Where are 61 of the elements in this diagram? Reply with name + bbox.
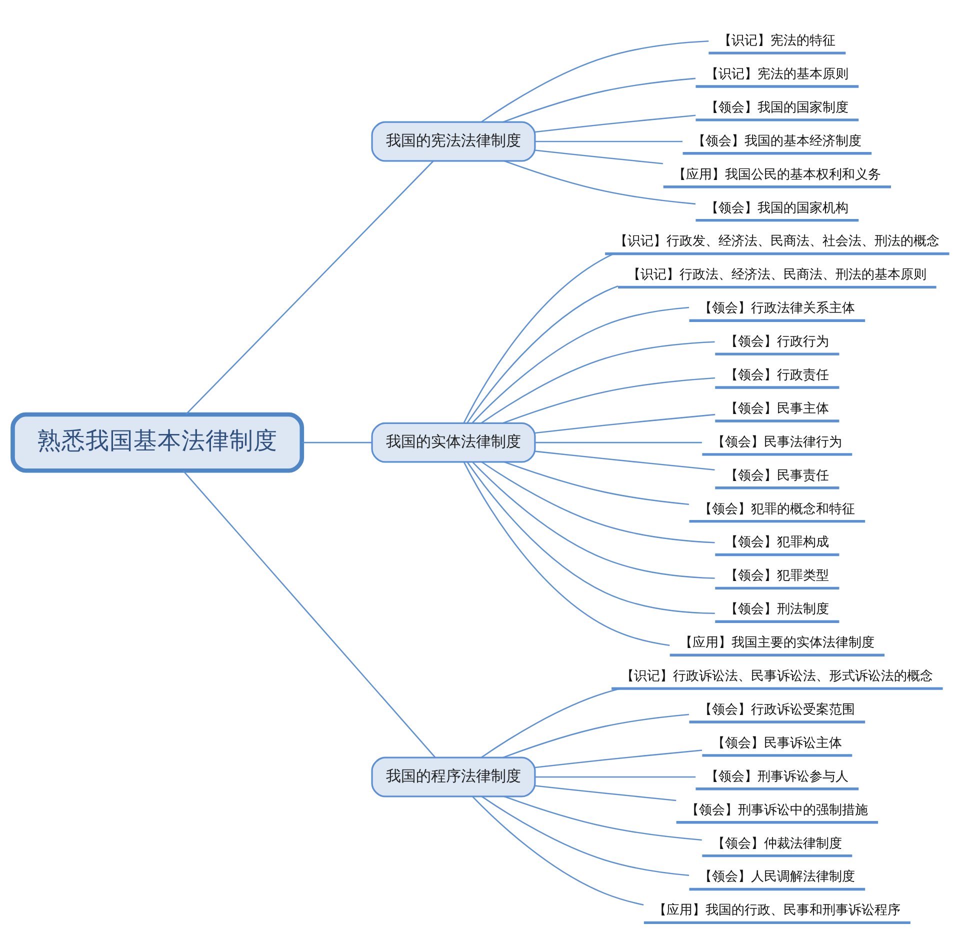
- connector: [482, 461, 715, 543]
- node-text: 【应用】我国主要的实体法律制度: [680, 635, 875, 650]
- connector: [534, 749, 702, 768]
- node-box: 我国的实体法律制度: [371, 422, 536, 462]
- node-text: 【领会】行政诉讼受案范围: [699, 702, 856, 717]
- connector: [480, 340, 715, 424]
- connector: [535, 441, 702, 443]
- connector: [534, 149, 663, 164]
- connector: [463, 461, 670, 646]
- connector: [502, 77, 696, 122]
- node-text: 【领会】犯罪类型: [725, 568, 830, 584]
- node-text: 【识记】行政诉讼法、民事诉讼法、形式诉讼法的概念: [621, 668, 934, 684]
- node-text: 【领会】刑法制度: [725, 602, 830, 617]
- node-text: 【领会】我国的基本经济制度: [692, 133, 862, 148]
- node-text: 【领会】刑事诉讼中的强制措施: [686, 802, 868, 818]
- connector: [472, 796, 644, 906]
- connector: [534, 114, 696, 132]
- connector: [472, 306, 690, 423]
- node-text: 【应用】我国的行政、民事和刑事诉讼程序: [654, 902, 901, 918]
- node-text: 【领会】民事法律行为: [712, 434, 842, 450]
- connector: [480, 687, 620, 758]
- node-text: 【识记】行政法、经济法、民商法、刑法的基本原则: [628, 267, 927, 282]
- node-box: 我国的宪法法律制度: [371, 120, 536, 162]
- node-text: 【识记】宪法的特征: [718, 33, 836, 48]
- connector: [504, 795, 702, 840]
- node-text: 【领会】民事诉讼主体: [712, 735, 842, 750]
- connector: [472, 461, 715, 578]
- connector: [504, 160, 696, 204]
- connector: [182, 470, 436, 758]
- connector: [534, 450, 715, 470]
- connector: [466, 462, 715, 614]
- connector: [504, 460, 690, 504]
- node-text: 【应用】我国公民的基本权利和义务: [673, 166, 882, 182]
- connector: [535, 776, 696, 778]
- connector: [466, 285, 618, 423]
- node-text: 【领会】犯罪构成: [725, 534, 830, 550]
- connector: [534, 413, 716, 434]
- node-text: 【识记】宪法的基本原则: [706, 66, 849, 82]
- node-box: 我国的程序法律制度: [371, 756, 536, 797]
- node-text: 【领会】我国的国家机构: [706, 200, 849, 216]
- node-text: 【领会】犯罪的概念和特征: [699, 501, 856, 516]
- connector: [535, 140, 682, 142]
- node-text: 【领会】行政行为: [725, 334, 830, 350]
- node-text: 【领会】行政法律关系主体: [699, 300, 856, 316]
- node-text: 【领会】民事主体: [725, 400, 830, 416]
- node-text: 【领会】行政责任: [725, 368, 830, 383]
- node-box: 熟悉我国基本法律制度: [10, 412, 304, 472]
- connector: [482, 796, 690, 876]
- node-text: 【领会】仲裁法律制度: [712, 836, 842, 851]
- connector: [534, 784, 676, 801]
- connector: [502, 713, 689, 758]
- node-text: 【领会】刑事诉讼参与人: [706, 768, 849, 784]
- connector: [302, 441, 372, 443]
- connector: [480, 40, 709, 122]
- node-text: 【识记】行政发、经济法、民商法、社会法、刑法的概念: [614, 234, 940, 249]
- connector: [463, 252, 614, 423]
- connector: [502, 376, 716, 424]
- node-text: 【领会】人民调解法律制度: [699, 869, 856, 884]
- node-text: 【领会】民事责任: [725, 468, 830, 483]
- connector: [186, 160, 434, 414]
- node-text: 【领会】我国的国家制度: [706, 100, 849, 115]
